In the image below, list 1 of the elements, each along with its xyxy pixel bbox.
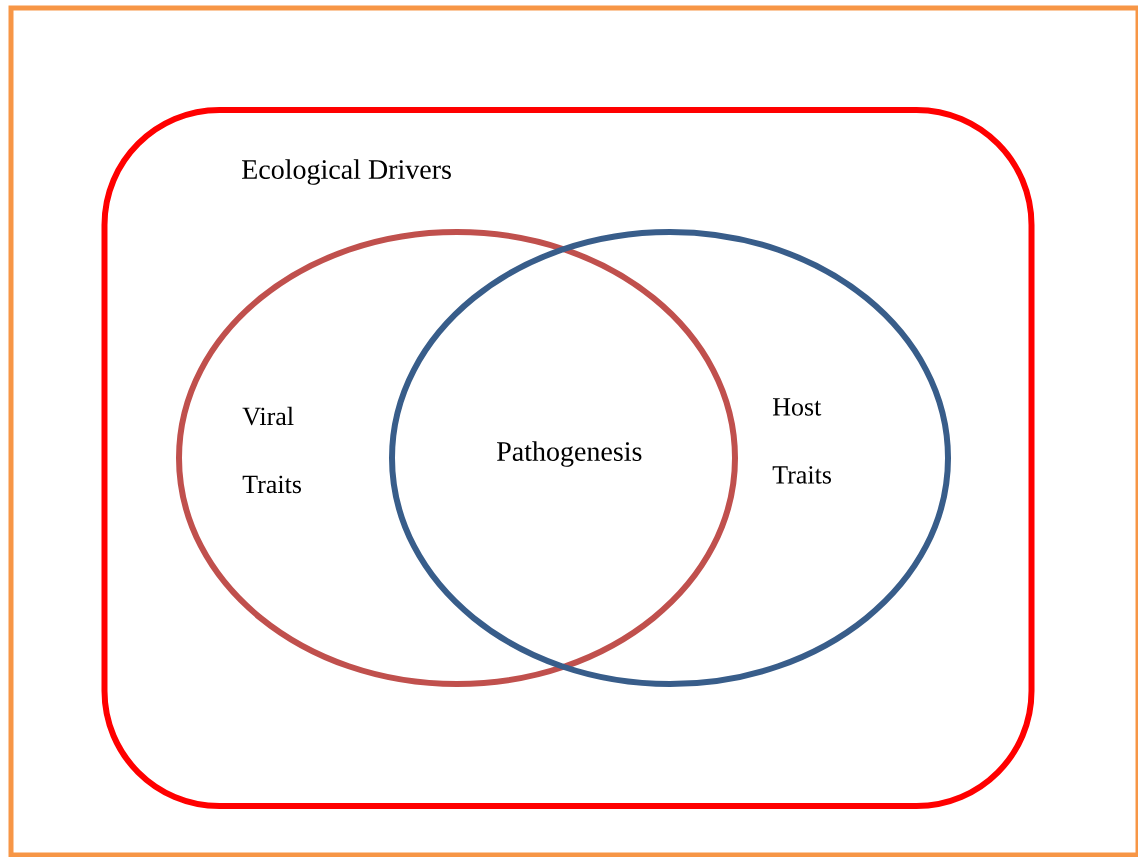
overlap-label: Pathogenesis — [497, 441, 642, 467]
